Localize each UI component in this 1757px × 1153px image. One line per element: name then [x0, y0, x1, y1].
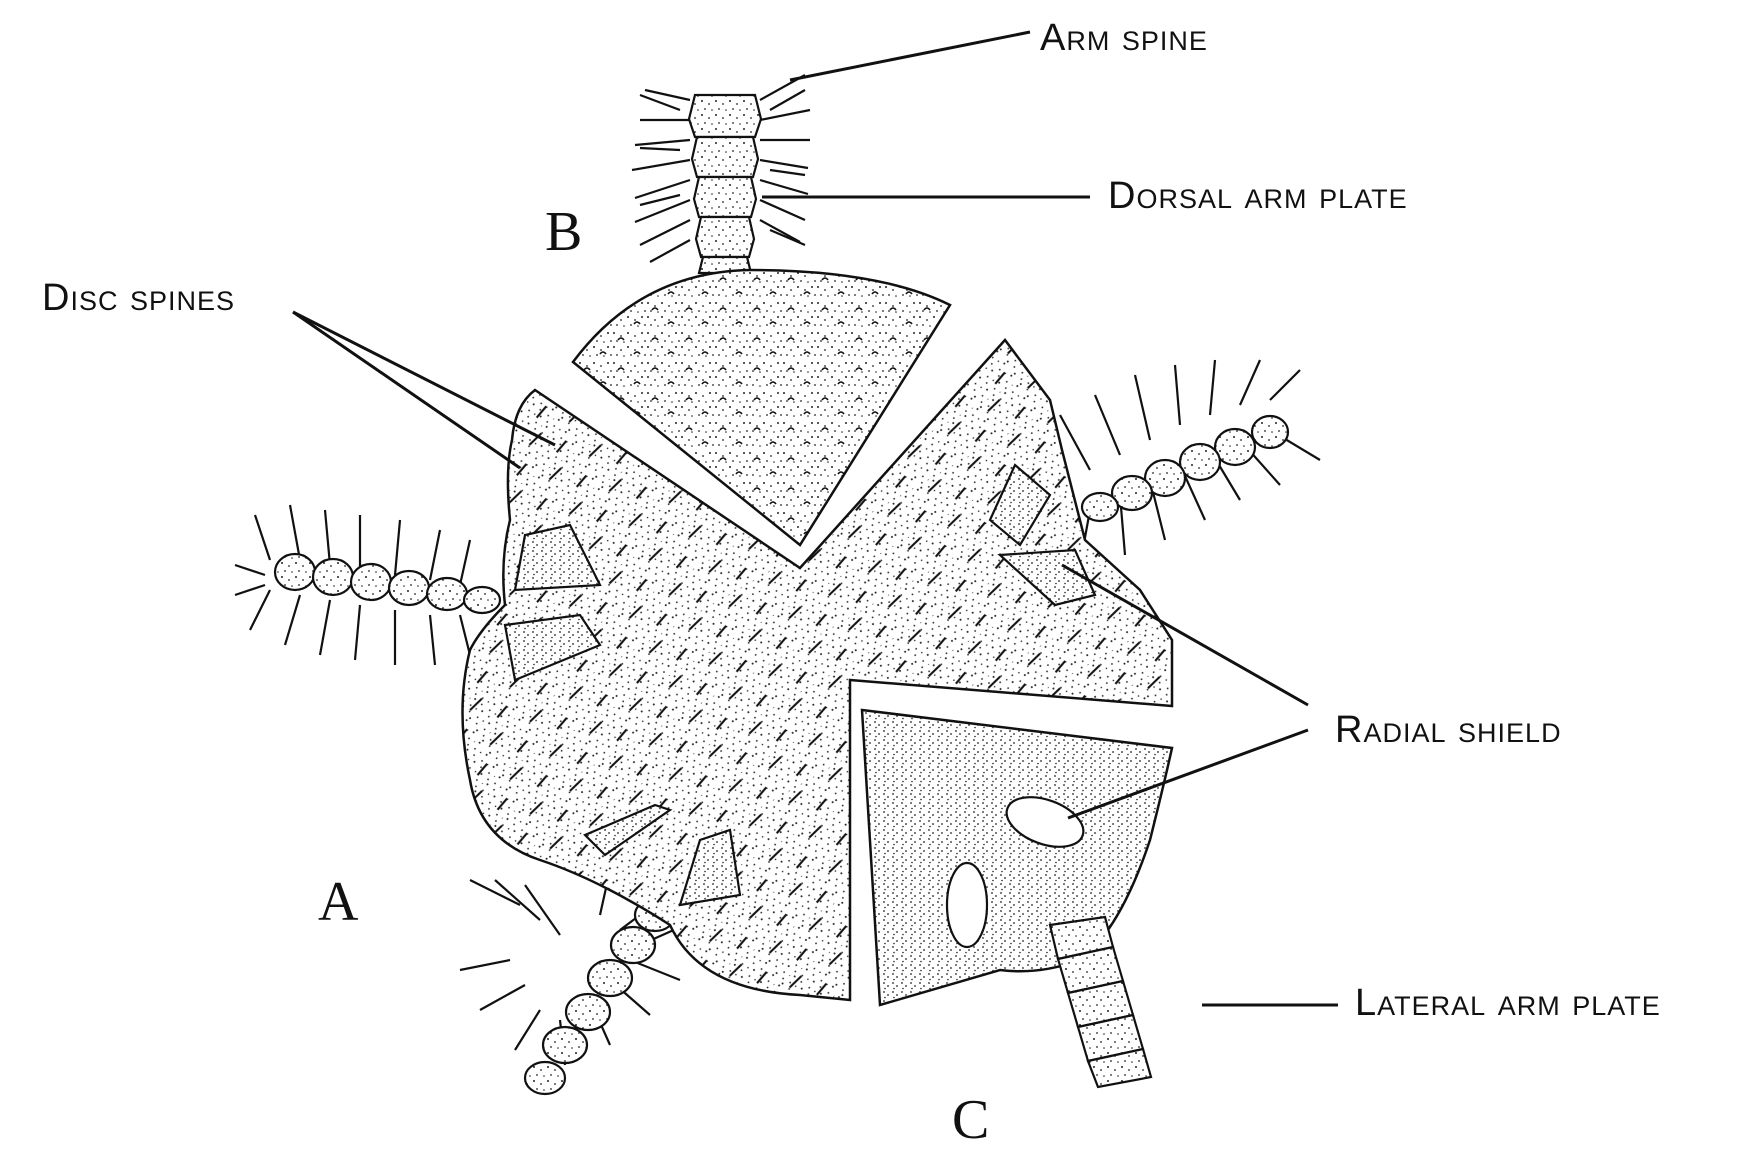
label-disc-spines: Disc spines — [42, 277, 235, 319]
label-arm-spine: Arm spine — [1040, 17, 1208, 59]
arm-right — [1060, 360, 1320, 565]
panel-label-c: C — [952, 1089, 989, 1151]
dorsal-arm-plates — [689, 95, 761, 273]
panel-label-b: B — [545, 201, 582, 263]
arm-left — [235, 505, 500, 665]
radial-shield-c-2 — [947, 863, 987, 947]
arm-b — [632, 75, 810, 273]
arm-right-plates — [1082, 416, 1288, 521]
panel-c-sector — [862, 710, 1172, 1005]
leader-disc-spines-1 — [293, 312, 555, 445]
arm-left-plates — [275, 554, 500, 613]
leader-arm-spine — [790, 32, 1030, 80]
lateral-arm-plates — [1050, 917, 1151, 1087]
label-dorsal-arm-plate: Dorsal arm plate — [1108, 175, 1408, 217]
label-lateral-arm-plate: Lateral arm plate — [1355, 982, 1661, 1024]
panel-c — [862, 710, 1172, 1087]
arm-bottom-left-plates — [525, 899, 675, 1094]
label-radial-shield: Radial shield — [1335, 709, 1562, 751]
leader-disc-spines-2 — [293, 312, 520, 468]
panel-label-a: A — [318, 871, 359, 933]
